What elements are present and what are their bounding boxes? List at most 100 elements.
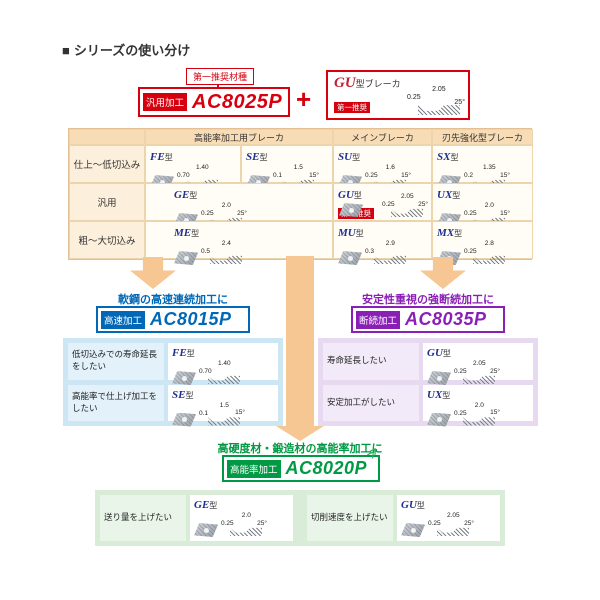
type-letters: GU xyxy=(427,347,443,359)
dim-land: 0.25 xyxy=(464,210,477,217)
profile-hatch xyxy=(473,255,505,264)
dim-width: 2.0 xyxy=(241,512,251,519)
dim-angle: 15° xyxy=(500,209,510,217)
dim-land: 0.25 xyxy=(201,210,214,217)
need-label: 低切込みでの寿命延長をしたい xyxy=(68,343,164,380)
grade-tag: 高能率加工 xyxy=(227,459,281,478)
type-suffix: 型 xyxy=(442,390,451,400)
type-suffix: 型 xyxy=(352,153,361,162)
cell-me-breaker: ME型 2.4 0.5 xyxy=(145,221,333,265)
profile-hatch xyxy=(208,417,240,426)
cell-ux-breaker: UX型 2.0 0.25 15° xyxy=(432,183,533,227)
cell-gu-breaker: GU型 2.05 0.25 25° xyxy=(397,495,500,541)
cell-sx-breaker: SX型 1.35 0.2 15° xyxy=(432,145,533,189)
cell-mx-breaker: MX型 2.8 0.25 xyxy=(432,221,533,265)
row-label-roughing: 粗〜大切込み xyxy=(69,221,145,259)
grade-name: AC8020P xyxy=(285,458,368,478)
breaker-profile-drawing: 1.40 0.70 xyxy=(199,360,245,385)
dim-land: 0.25 xyxy=(407,94,421,101)
profile-hatch xyxy=(230,527,262,536)
breaker-profile-drawing: 2.05 0.25 25° xyxy=(428,512,474,537)
insert-icon xyxy=(338,251,362,265)
type-suffix: 型 xyxy=(186,349,195,358)
type-letters: GE xyxy=(194,499,210,511)
row-label-general: 汎用 xyxy=(69,183,145,221)
type-letters: MU xyxy=(338,227,356,239)
breaker-profile-drawing: 2.05 0.25 25° xyxy=(382,193,428,218)
need-label: 寿命延長したい xyxy=(323,343,419,380)
section-header-right: 安定性重視の強断続加工に xyxy=(362,294,494,306)
insert-icon xyxy=(427,412,451,427)
dim-angle: 15° xyxy=(401,171,411,179)
profile-hatch xyxy=(374,255,406,264)
type-suffix: 型 xyxy=(442,349,451,358)
panel-row: 安定加工がしたい UX型 2.0 0.25 15° xyxy=(323,384,533,427)
page-title: ■シリーズの使い分け xyxy=(62,40,190,59)
panel-row: 送り量を上げたい GE型 2.0 0.25 25° xyxy=(100,495,293,541)
dim-angle: 15° xyxy=(490,409,500,416)
type-suffix: 型 xyxy=(452,191,461,200)
col-header-efficiency: 高能率加工用ブレーカ xyxy=(145,129,333,145)
dim-land: 0.25 xyxy=(454,368,467,375)
type-suffix: 型 xyxy=(353,191,362,200)
dim-width: 2.0 xyxy=(484,202,494,209)
dim-width: 2.0 xyxy=(474,401,484,409)
type-suffix: 型 xyxy=(450,153,459,162)
panel-ac8035p: 寿命延長したい GU型 2.05 0.25 25° 安定加工がしたい UX型 xyxy=(318,338,538,427)
flow-strip-center xyxy=(286,256,314,426)
dim-angle: 15° xyxy=(235,409,245,416)
grade-name: AC8025P xyxy=(192,90,283,113)
type-letters: ME xyxy=(174,227,192,239)
dim-width: 2.05 xyxy=(432,86,446,93)
gu-breaker-box: GU型ブレーカ 第一推奨 2.05 0.25 25° xyxy=(326,70,470,120)
grade-tag: 断続加工 xyxy=(356,310,401,329)
cell-ge-breaker: GE型 2.0 0.25 25° xyxy=(145,183,333,227)
type-suffix: 型 xyxy=(191,229,200,238)
panel-row: 切削速度を上げたい GU型 2.05 0.25 25° xyxy=(307,495,500,541)
grade-box-ac8025p: 汎用加工 AC8025P xyxy=(138,87,290,117)
grade-tag: 汎用加工 xyxy=(143,93,188,111)
type-suffix: 型 xyxy=(259,153,268,162)
type-letters: SX xyxy=(437,151,451,163)
dim-width: 1.40 xyxy=(217,360,231,367)
need-label: 安定加工がしたい xyxy=(323,384,419,421)
panel-ac8015p: 低切込みでの寿命延長をしたい FE型 1.40 0.70 高能率で仕上げ加工をし… xyxy=(63,338,283,427)
cell-ge-breaker: GE型 2.0 0.25 25° xyxy=(190,495,293,541)
dim-angle: 25° xyxy=(257,519,267,527)
dim-land: 0.25 xyxy=(428,520,441,527)
square-bullet-icon: ■ xyxy=(62,43,70,58)
col-header-edge: 刃先強化型ブレーカ xyxy=(432,129,533,145)
profile-hatch xyxy=(210,255,242,264)
grade-tag: 高速加工 xyxy=(101,310,146,329)
type-letters: UX xyxy=(437,189,453,201)
cell-fe-breaker: FE型 1.40 0.70 xyxy=(168,343,278,385)
panel-row: 寿命延長したい GU型 2.05 0.25 25° xyxy=(323,343,533,385)
breaker-profile-drawing: 2.05 0.25 25° xyxy=(407,86,465,116)
section-header-bottom: 高硬度材・鍛造材の高能率加工に xyxy=(217,443,383,455)
insert-icon xyxy=(172,412,196,427)
col-header-main: メインブレーカ xyxy=(333,129,432,145)
dim-width: 1.6 xyxy=(385,164,395,171)
dim-angle: 25° xyxy=(418,200,428,208)
grade-name: AC8035P xyxy=(405,309,487,329)
dim-land: 0.25 xyxy=(365,172,378,179)
cell-fe-breaker: FE型 1.40 0.70 xyxy=(145,145,241,189)
insert-icon xyxy=(172,371,196,385)
dim-width: 2.05 xyxy=(446,512,460,519)
type-suffix: 型 xyxy=(185,390,194,400)
breaker-profile-drawing: 2.8 0.25 xyxy=(464,240,510,265)
dim-land: 0.1 xyxy=(273,172,283,179)
cell-mu-breaker: MU型 2.9 0.3 xyxy=(333,221,432,265)
plus-sign: + xyxy=(296,84,312,114)
panel-ac8020p: 送り量を上げたい GE型 2.0 0.25 25° 切削速度を上げたい GU型 xyxy=(95,490,505,546)
dim-land: 0.5 xyxy=(201,248,211,255)
dim-angle: 25° xyxy=(237,209,247,217)
need-label: 高能率で仕上げ加工をしたい xyxy=(68,384,164,421)
type-suffix: 型 xyxy=(416,501,425,510)
down-arrow-left xyxy=(130,257,176,289)
type-letters: FE xyxy=(172,347,187,359)
profile-hatch xyxy=(437,527,469,536)
dim-width: 1.5 xyxy=(219,401,229,409)
insert-icon xyxy=(174,251,198,265)
